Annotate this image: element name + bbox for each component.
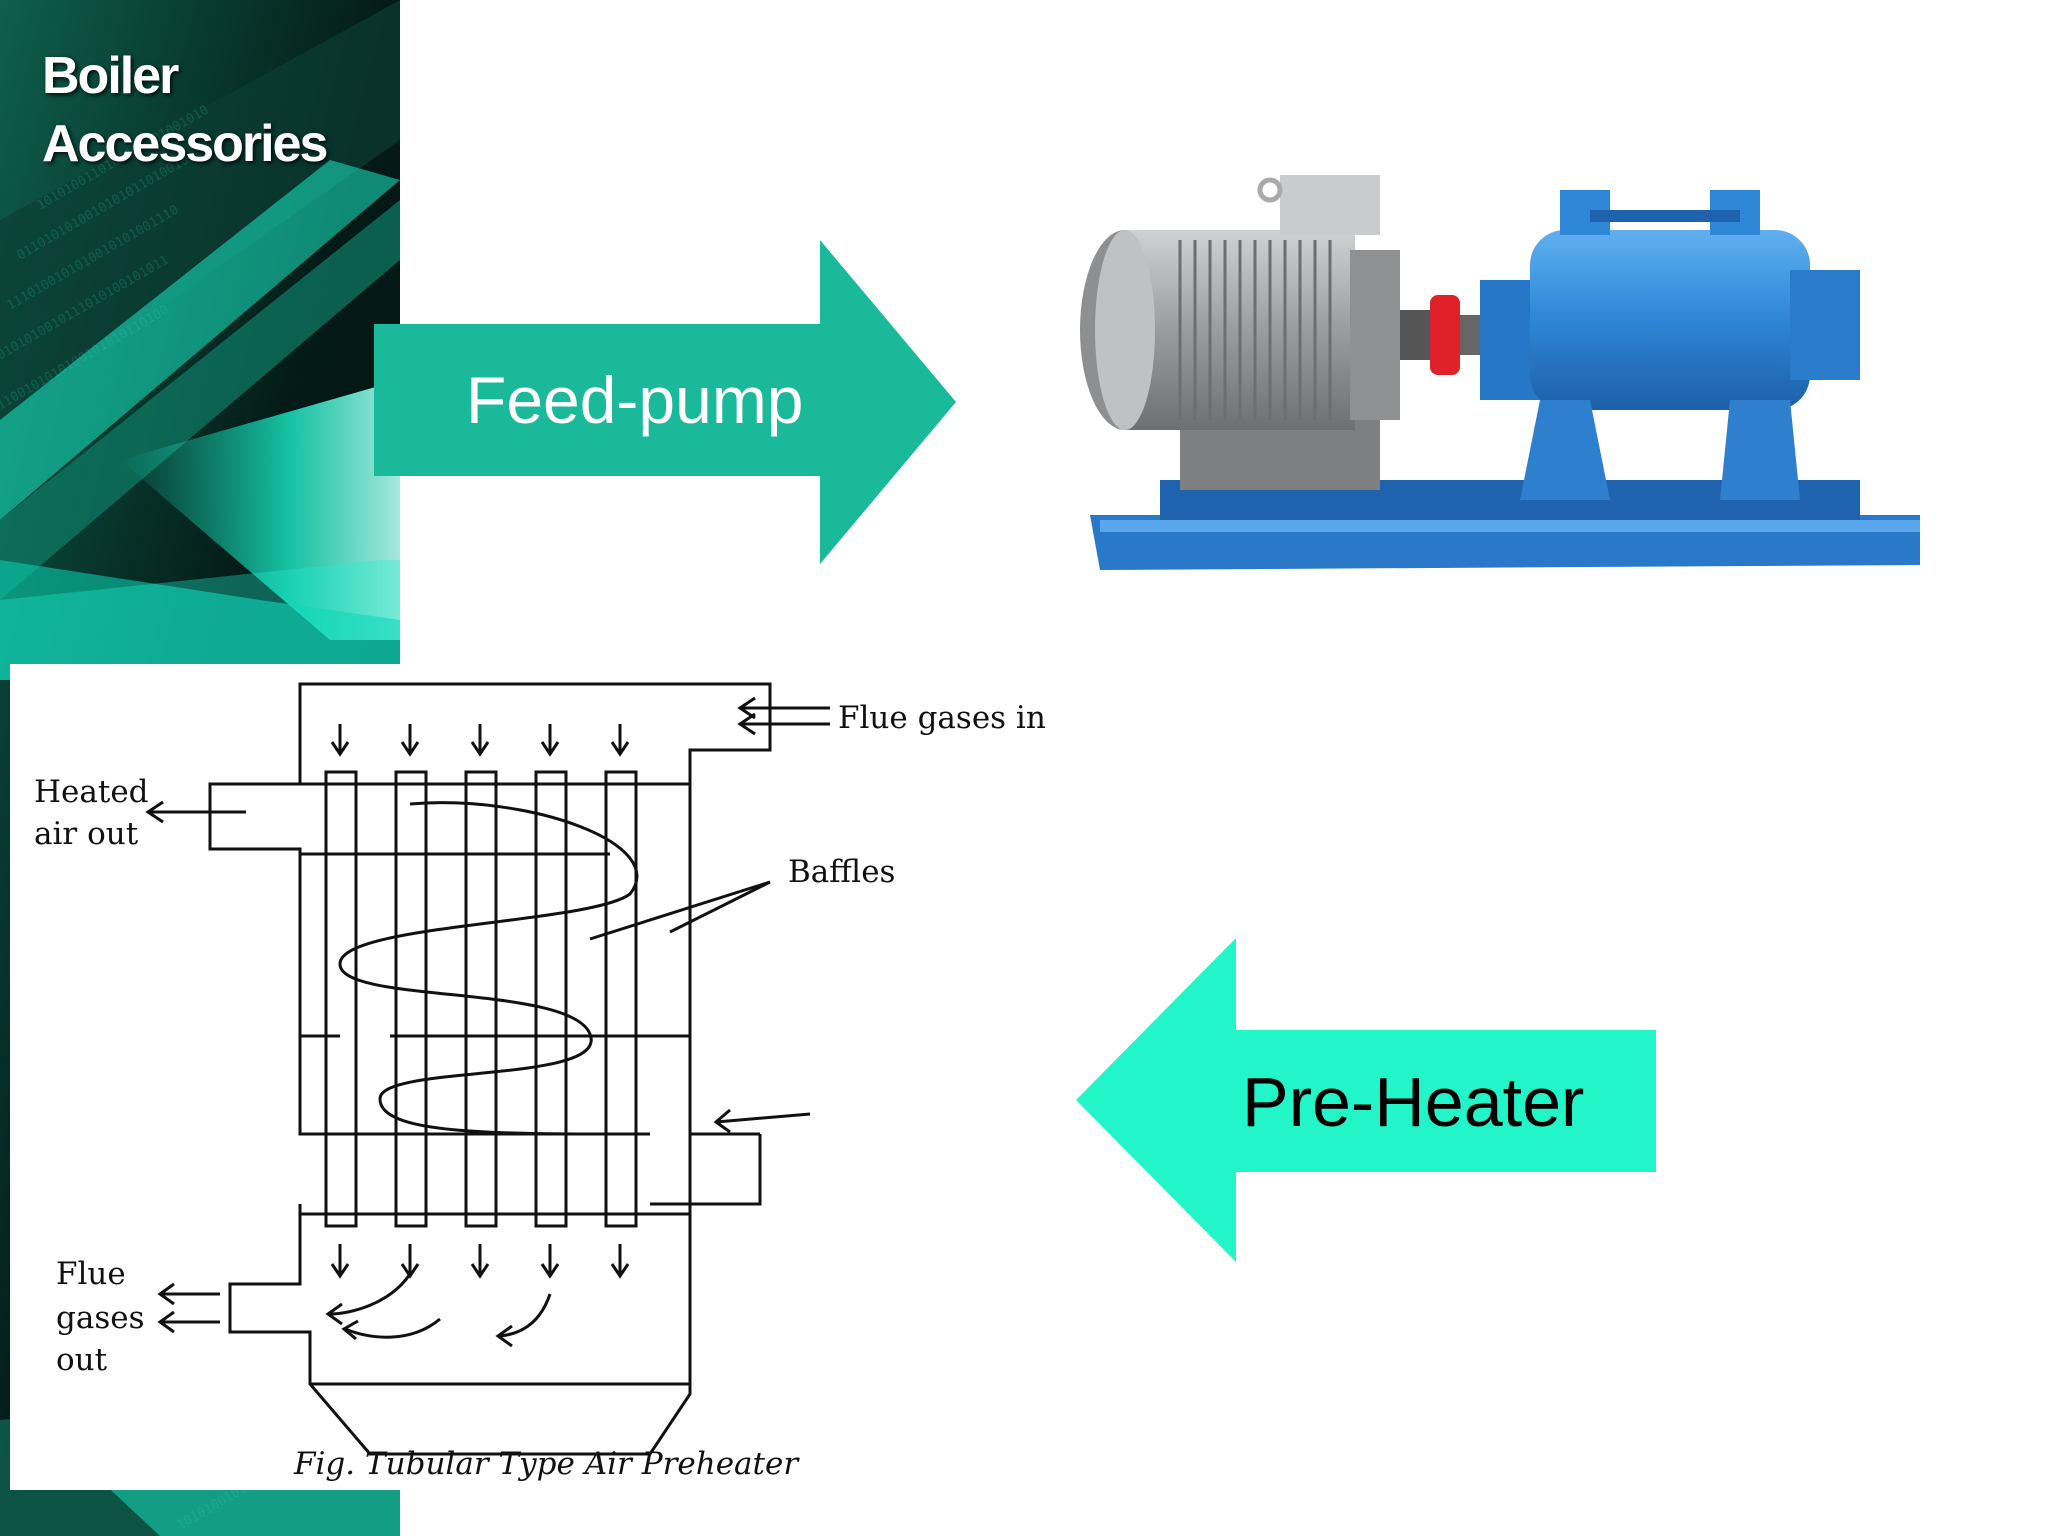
label-flue-gases-out-3: out — [56, 1342, 108, 1378]
label-baffles: Baffles — [788, 854, 895, 890]
label-flue-gases-out-1: Flue — [56, 1256, 126, 1292]
figure-caption: Fig. Tubular Type Air Preheater — [293, 1446, 800, 1482]
feed-pump-image — [1080, 175, 1920, 570]
air-preheater-diagram: Flue gases in Heated air out Baffles Flu… — [10, 664, 1050, 1490]
label-heated-air-out-1: Heated — [34, 774, 149, 810]
title-line-2: Accessories — [42, 115, 328, 173]
pre-heater-label: Pre-Heater — [1242, 1063, 1585, 1141]
feed-pump-arrow — [374, 240, 956, 564]
label-heated-air-out-2: air out — [34, 816, 139, 852]
feed-pump-label: Feed-pump — [466, 363, 804, 437]
title-line-1: Boiler — [42, 47, 179, 105]
label-flue-gases-out-2: gases — [56, 1300, 145, 1336]
pre-heater-arrow — [1076, 938, 1656, 1262]
label-flue-gases-in: Flue gases in — [838, 700, 1046, 736]
slide-title: Boiler Accessories — [42, 42, 328, 178]
